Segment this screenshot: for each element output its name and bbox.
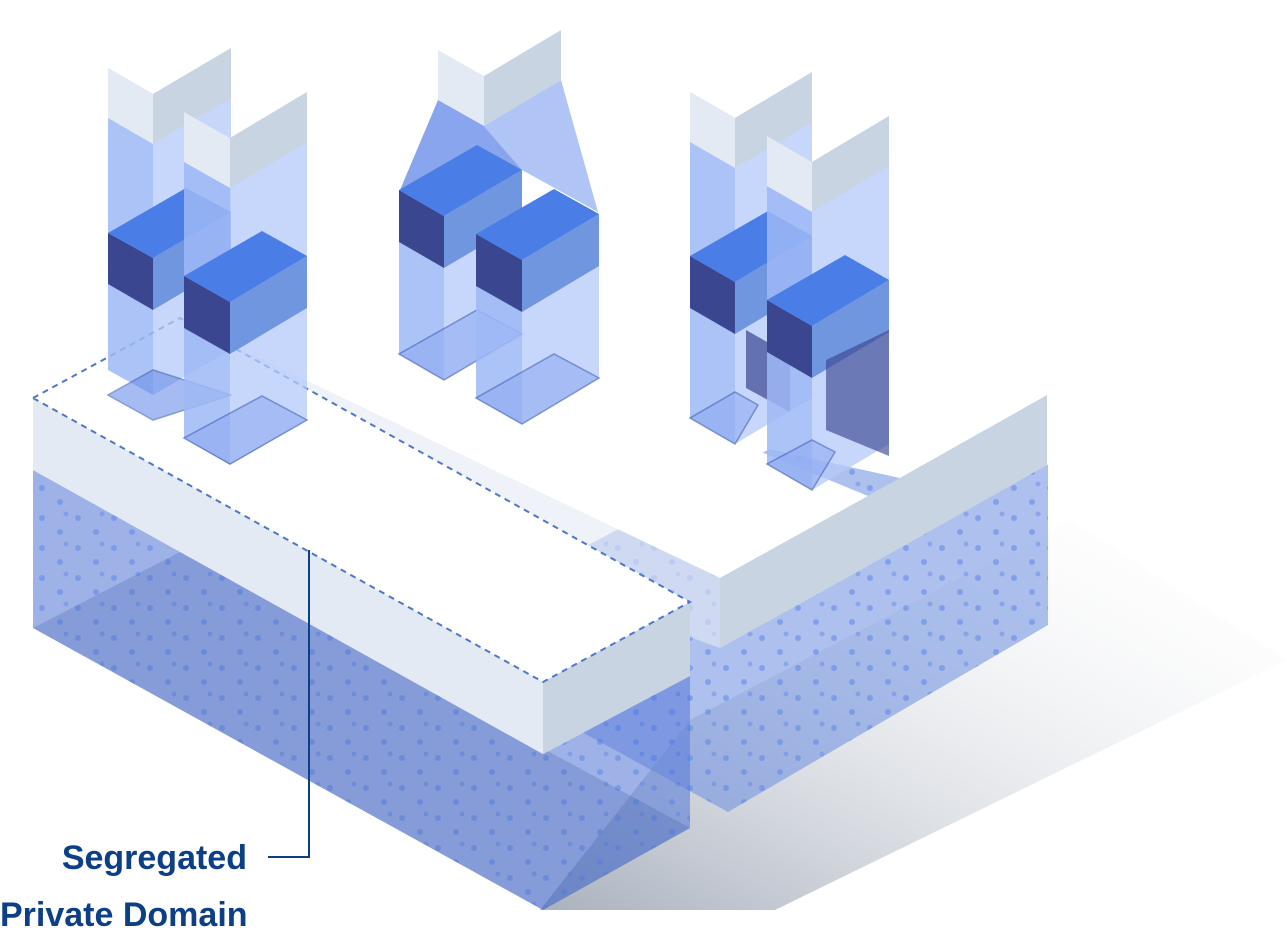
water-block-front bbox=[33, 470, 690, 910]
tower-cluster-right bbox=[688, 72, 889, 492]
tower-cluster-left bbox=[106, 48, 309, 465]
callout-label-line1: Segregated bbox=[61, 839, 247, 877]
ground-shadow bbox=[540, 520, 1287, 910]
callout-label-line2: Private Domain bbox=[0, 896, 248, 934]
tower-cluster-middle bbox=[397, 30, 601, 425]
callout-leader-line bbox=[268, 550, 310, 858]
